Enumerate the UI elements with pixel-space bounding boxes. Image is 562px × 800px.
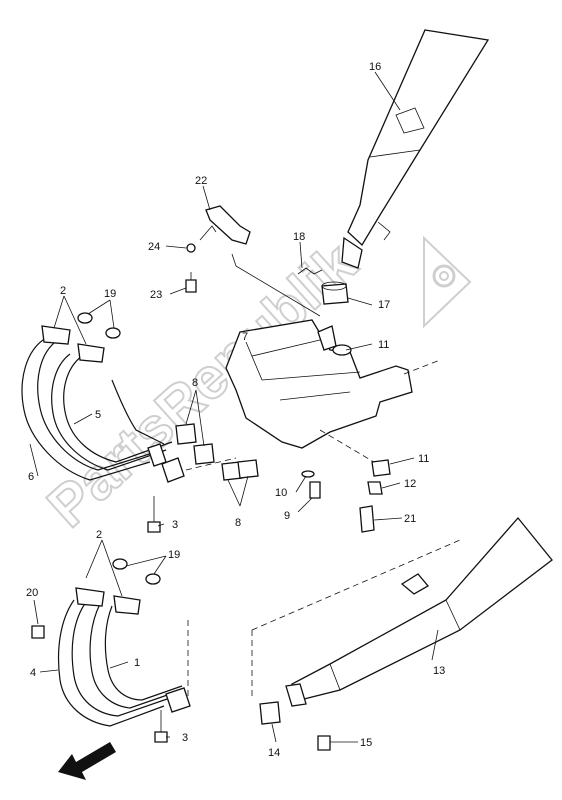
bolt — [185, 272, 197, 293]
label-15: 15 — [360, 737, 372, 749]
label-17: 17 — [378, 299, 390, 311]
gear-icon — [423, 235, 472, 329]
leader-line — [231, 253, 321, 317]
gaskets-front — [175, 423, 259, 481]
label-7: 7 — [242, 331, 248, 343]
label-16: 16 — [369, 61, 381, 73]
label-22: 22 — [195, 175, 207, 187]
label-13: 13 — [433, 665, 445, 677]
exhaust-pipe-upper — [21, 325, 185, 483]
label-12: 12 — [404, 478, 416, 490]
leader-lines — [29, 71, 439, 743]
label-10: 10 — [275, 487, 287, 499]
nut-lower — [154, 710, 168, 743]
bolt-21 — [359, 505, 375, 533]
bolt-15 — [317, 735, 331, 751]
front-arrow-icon — [58, 742, 116, 780]
part-number-labels: 16 22 24 18 23 17 2 19 7 11 8 5 6 11 12 … — [26, 61, 445, 759]
bolt-9 — [309, 481, 321, 499]
label-4: 4 — [30, 667, 36, 679]
label-5: 5 — [95, 409, 101, 421]
rear-muffler-lower — [285, 516, 553, 707]
label-8-lower: 8 — [235, 517, 241, 529]
label-8-upper: 8 — [192, 377, 198, 389]
label-2-upper: 2 — [60, 285, 66, 297]
label-14: 14 — [268, 747, 280, 759]
label-20: 20 — [26, 587, 38, 599]
exhaust-collector — [225, 319, 413, 449]
exhaust-pipe-lower — [57, 587, 191, 727]
bracket — [199, 205, 251, 245]
label-24: 24 — [148, 241, 160, 253]
gasket-14 — [259, 701, 281, 725]
label-1: 1 — [134, 657, 140, 669]
rear-muffler-upper — [341, 29, 490, 269]
label-6: 6 — [28, 471, 34, 483]
washer — [186, 243, 196, 253]
label-3-upper: 3 — [172, 519, 178, 531]
nut-11 — [371, 459, 391, 477]
label-19-lower: 19 — [168, 549, 180, 561]
gasket — [321, 281, 349, 305]
gasket-pair-lower — [112, 558, 161, 585]
nut-upper — [147, 496, 161, 533]
label-11-upper: 11 — [378, 339, 389, 351]
label-2-lower: 2 — [96, 529, 102, 541]
label-11-lower: 11 — [418, 453, 429, 465]
label-19-upper: 19 — [104, 288, 116, 300]
gasket-pair-upper — [77, 312, 121, 339]
label-21: 21 — [404, 513, 416, 525]
label-23: 23 — [150, 289, 162, 301]
clip — [297, 267, 323, 275]
bolt-12 — [367, 481, 383, 495]
label-3-lower: 3 — [182, 732, 188, 744]
clamp — [31, 625, 45, 639]
label-9: 9 — [284, 510, 290, 522]
label-18: 18 — [293, 231, 305, 243]
washer-10 — [301, 470, 315, 478]
